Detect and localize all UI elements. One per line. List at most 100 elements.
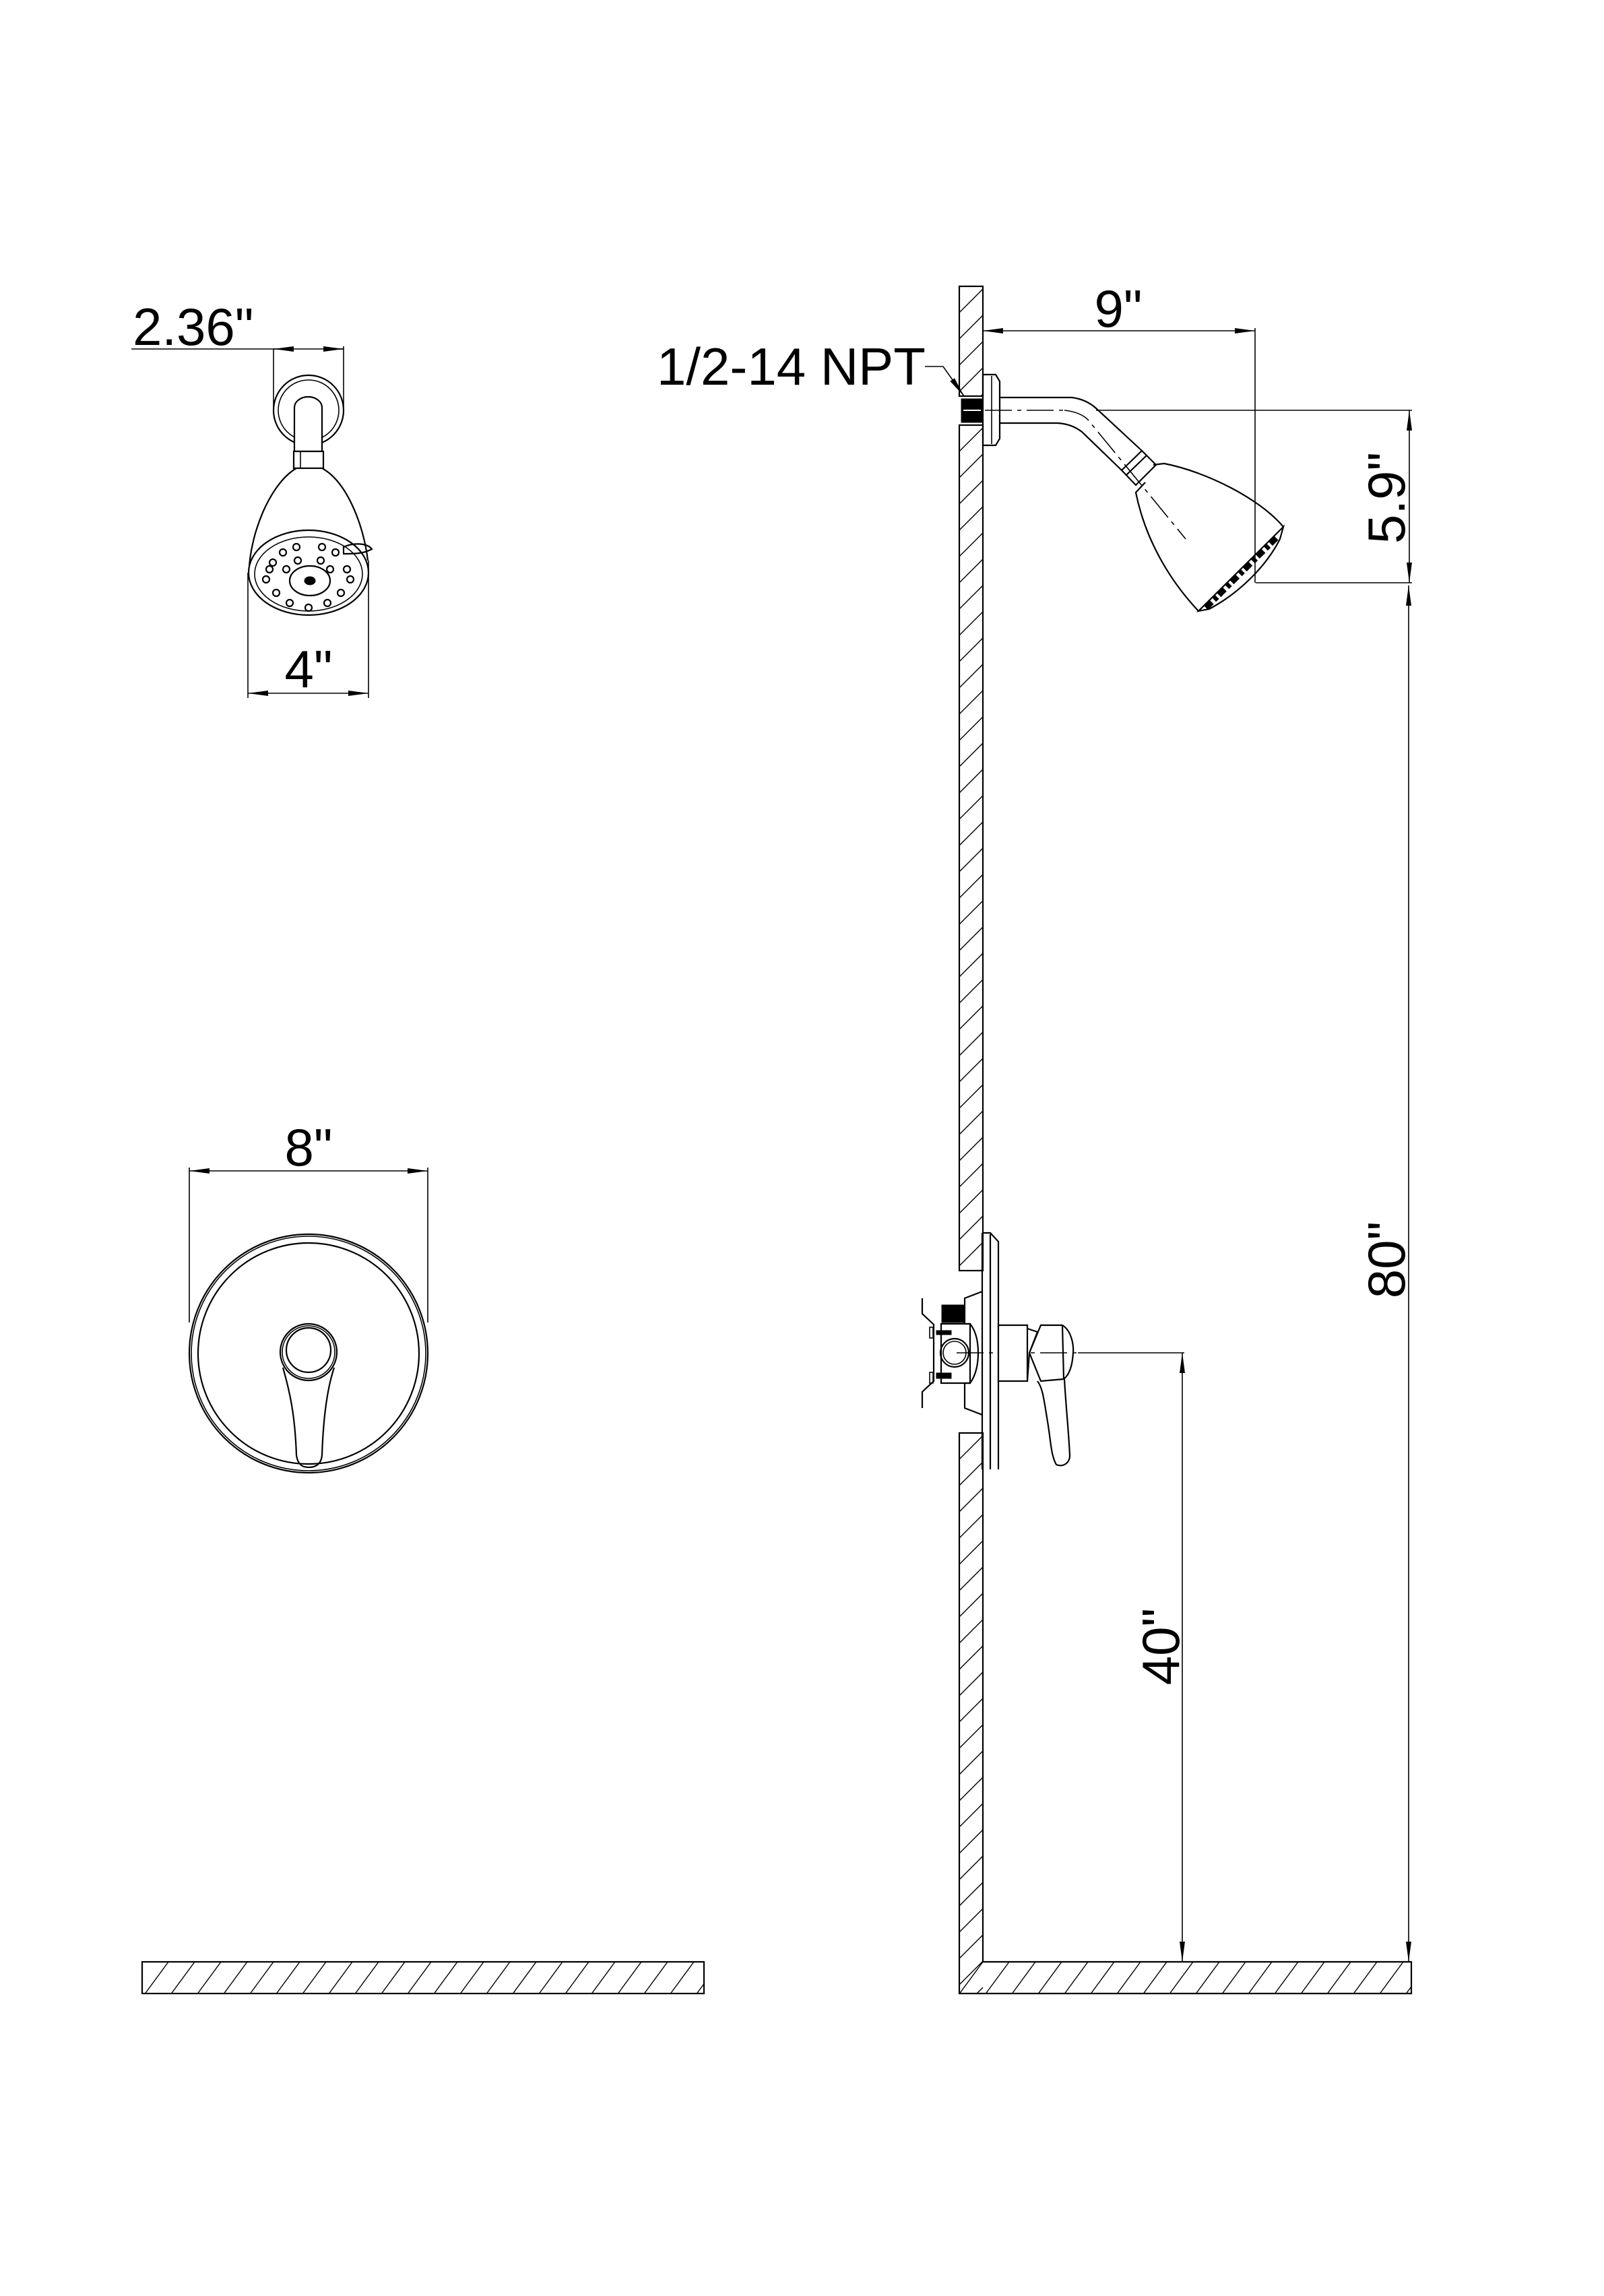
hatch-line bbox=[92, 1962, 116, 1994]
hatch-line bbox=[959, 1488, 984, 1512]
nozzle bbox=[304, 603, 313, 612]
hatch-line bbox=[959, 427, 983, 452]
hatch-line bbox=[959, 1461, 984, 1486]
hatch-line bbox=[1248, 1961, 1273, 1994]
hatch-line bbox=[959, 480, 983, 505]
hatch-line bbox=[459, 1962, 484, 1994]
hatch-line bbox=[959, 716, 983, 741]
hatch-line bbox=[959, 1215, 983, 1240]
hatch-line bbox=[959, 1619, 984, 1644]
nozzle bbox=[336, 588, 346, 598]
showerhead-face bbox=[247, 529, 373, 616]
floor-left bbox=[92, 1960, 746, 1995]
hatch-line bbox=[1326, 1961, 1351, 1994]
valve-knob-outer bbox=[279, 1322, 338, 1382]
hatch-line bbox=[1221, 1961, 1246, 1994]
hatch-line bbox=[959, 420, 983, 444]
dimension-5-9: 5.9" bbox=[1096, 410, 1416, 583]
trim-diameter-label: 8" bbox=[284, 1118, 332, 1177]
front-valve-view: 8" bbox=[188, 1118, 429, 1474]
hatch-line bbox=[959, 664, 983, 689]
hatch-line bbox=[959, 1189, 983, 1214]
hatch-line bbox=[696, 1983, 704, 1994]
hatch-line bbox=[1037, 1961, 1062, 1994]
front-showerhead-view: 2.36" 4" bbox=[131, 297, 373, 699]
nozzle bbox=[268, 558, 278, 567]
valve-side bbox=[921, 1232, 1078, 1469]
hatch-line bbox=[170, 1962, 195, 1994]
nozzle bbox=[282, 565, 291, 574]
hatch-line bbox=[959, 848, 983, 872]
hatch-line bbox=[959, 1514, 984, 1539]
showerhead-body-side bbox=[1134, 462, 1284, 612]
valve-height-label: 40" bbox=[1131, 1608, 1190, 1685]
dimension-8: 8" bbox=[189, 1118, 428, 1322]
hatch-line bbox=[959, 559, 983, 583]
hatch-line bbox=[959, 874, 983, 899]
hatch-line bbox=[959, 769, 983, 794]
hatch-line bbox=[959, 532, 983, 557]
dimension-4: 4" bbox=[247, 561, 369, 699]
hatch-line bbox=[959, 1566, 984, 1591]
arm-reach-label: 9" bbox=[1094, 279, 1142, 338]
hatch-line bbox=[276, 1962, 300, 1994]
hatch-line bbox=[512, 1962, 537, 1994]
hatch-line bbox=[959, 1934, 984, 1959]
hatch-line bbox=[959, 1435, 984, 1460]
showerhead-body-front bbox=[248, 468, 369, 567]
valve-hub-side bbox=[997, 1324, 1029, 1382]
hatch-line bbox=[959, 1908, 984, 1933]
shower-arm-front bbox=[293, 395, 323, 453]
hatch-line bbox=[959, 341, 983, 366]
nozzle bbox=[271, 588, 281, 598]
hatch-line bbox=[328, 1962, 353, 1994]
hatch-line bbox=[959, 1110, 983, 1135]
hatch-line bbox=[142, 1962, 143, 1963]
hatch-line bbox=[959, 1058, 983, 1083]
dimension-2-36: 2.36" bbox=[131, 297, 344, 407]
hatch-line bbox=[1195, 1961, 1220, 1994]
hatch-line bbox=[959, 1961, 984, 1994]
hatch-line bbox=[959, 979, 983, 1004]
shower-arm-side bbox=[1000, 396, 1143, 471]
hatch-line bbox=[959, 1777, 984, 1801]
arm-connector bbox=[292, 450, 325, 470]
nozzle bbox=[323, 598, 332, 608]
hatch-line bbox=[1116, 1961, 1141, 1994]
hatch-line bbox=[959, 953, 983, 978]
hatch-line bbox=[959, 1163, 983, 1188]
hatch-line bbox=[591, 1962, 616, 1994]
nozzle bbox=[331, 548, 340, 557]
nozzle bbox=[317, 542, 327, 552]
nozzle bbox=[316, 556, 325, 565]
hatch-line bbox=[959, 1855, 984, 1880]
hatch-line bbox=[959, 2014, 983, 2037]
hatch-line bbox=[1169, 1961, 1194, 1994]
arm-spacing-label: 2.36" bbox=[133, 297, 254, 356]
hatch-line bbox=[985, 1961, 1010, 1994]
head-diameter-label: 4" bbox=[284, 639, 332, 699]
hatch-line bbox=[354, 1962, 379, 1994]
nozzle bbox=[292, 542, 301, 552]
nozzle bbox=[293, 556, 302, 565]
mounting-bracket bbox=[921, 1298, 935, 1408]
hatch-line bbox=[723, 1962, 746, 1994]
hatch-line bbox=[959, 1084, 983, 1109]
hatch-line bbox=[197, 1962, 222, 1994]
hatch-line bbox=[959, 453, 983, 478]
hatch-line bbox=[381, 1962, 406, 1994]
hatch-line bbox=[433, 1962, 458, 1994]
hatch-line bbox=[302, 1962, 327, 1994]
hatch-line bbox=[538, 1962, 563, 1994]
nozzle bbox=[285, 598, 294, 608]
nozzle bbox=[342, 565, 352, 574]
spray-nozzles bbox=[261, 542, 355, 612]
wall-section bbox=[958, 285, 1456, 2037]
thread-spec-label: 1/2-14 NPT bbox=[657, 337, 926, 396]
hatch-line bbox=[1432, 1962, 1456, 1994]
nozzle bbox=[278, 548, 288, 557]
head-drop-label: 5.9" bbox=[1357, 452, 1416, 544]
hatch-line bbox=[959, 1593, 984, 1618]
valve-knob-inner bbox=[285, 1327, 332, 1374]
